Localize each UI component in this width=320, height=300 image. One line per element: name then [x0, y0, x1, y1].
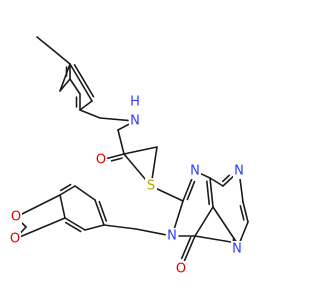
bond-line [59, 183, 72, 192]
atom-label-s: S [147, 179, 155, 194]
atom-label-backdrop [175, 261, 187, 277]
bond-line [221, 174, 231, 183]
bond-line [206, 180, 211, 206]
bond-line [117, 129, 125, 155]
bond-line [69, 63, 93, 102]
bond-line [103, 224, 137, 230]
bond-line [64, 221, 82, 233]
bond-line [98, 200, 108, 222]
atom-label-h: H [130, 95, 140, 110]
atom-label-o4: O [176, 262, 186, 277]
atom-label-nh: N [130, 114, 140, 129]
bond-line [52, 49, 71, 65]
bond-line [117, 123, 130, 131]
bond-line [194, 235, 238, 244]
atom-label-backdrop [231, 241, 243, 257]
bond-line [59, 78, 71, 92]
atom-label-n1: N [190, 164, 200, 179]
bond-line [156, 188, 184, 202]
bond-line [180, 236, 192, 260]
atom-label-backdrop [95, 152, 107, 168]
bond-line [173, 200, 184, 231]
bond-line [135, 228, 166, 236]
atom-label-o1: O [96, 153, 106, 168]
bond-line [36, 36, 54, 51]
bond-line [209, 177, 224, 187]
atom-label-backdrop [129, 94, 141, 110]
atom-label-backdrop [189, 163, 201, 179]
bond-line [123, 153, 148, 182]
bond-line [84, 224, 105, 231]
bond-line [74, 185, 96, 201]
bond-line [151, 146, 158, 180]
bond-line [209, 177, 214, 208]
bond-line [239, 177, 244, 203]
bond-line [242, 201, 249, 223]
bond-line [73, 63, 95, 98]
bond-layer [18, 36, 249, 264]
bond-line [59, 194, 66, 219]
bond-line [238, 221, 249, 244]
bond-line [64, 217, 86, 231]
bond-line [239, 204, 245, 221]
bond-line [106, 153, 125, 160]
bond-line [182, 176, 194, 202]
bond-line [20, 217, 66, 238]
atom-label-backdrop [233, 163, 245, 179]
bond-line [69, 78, 81, 95]
atom-label-n2: N [167, 229, 177, 244]
bond-line [110, 157, 123, 162]
atom-label-backdrop [145, 178, 157, 194]
bond-line [21, 194, 61, 215]
bond-line [79, 109, 101, 119]
atom-label-n4: N [232, 242, 242, 257]
bond-line [200, 173, 211, 179]
bond-line [212, 206, 238, 244]
bond-line [59, 185, 76, 196]
bond-line [59, 63, 71, 92]
bond-line [123, 146, 158, 155]
bond-line [222, 174, 235, 187]
bond-line [79, 100, 93, 111]
atom-label-n3: N [234, 164, 244, 179]
bond-line [182, 235, 196, 264]
bond-line [94, 199, 105, 226]
atom-label-backdrop [10, 209, 22, 225]
atom-label-backdrop [9, 231, 21, 247]
atom-label-o2: O [11, 210, 21, 225]
bond-line [186, 180, 196, 201]
atom-label-backdrop [166, 228, 178, 244]
bond-line [194, 206, 214, 237]
atom-label-backdrop [129, 113, 141, 129]
bond-line [99, 117, 129, 122]
atom-label-o3: O [10, 232, 20, 247]
